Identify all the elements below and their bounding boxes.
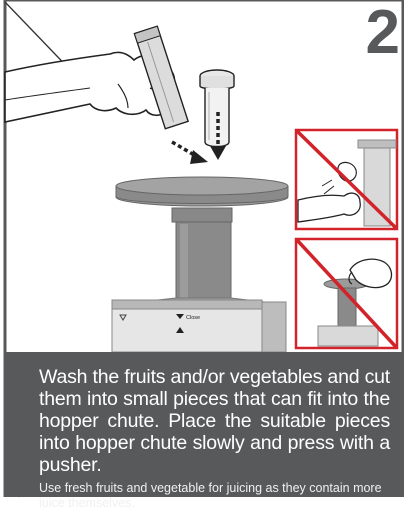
caption-sub-text: Use fresh fruits and vegetable for juici… [39,481,382,507]
insert-arrow-icon [171,112,226,164]
align-mark-icon [176,327,184,333]
caption-main-text: Wash the fruits and/or vegetables and cu… [39,366,390,476]
juicer-icon: Close [111,176,289,353]
warning-panel-1 [294,128,399,231]
vegetable-stick-icon [133,25,190,130]
hand-icon [4,51,179,123]
close-label: Close [186,315,200,321]
open-mark-icon [119,314,127,321]
instruction-caption: Wash the fruits and/or vegetables and cu… [5,352,404,507]
close-arrow-icon [176,314,184,319]
warning-panel-2 [294,237,399,350]
pusher-icon [199,69,235,148]
prohibited-hand-in-chute-icon [297,139,397,227]
step-number: 2 [365,0,400,67]
